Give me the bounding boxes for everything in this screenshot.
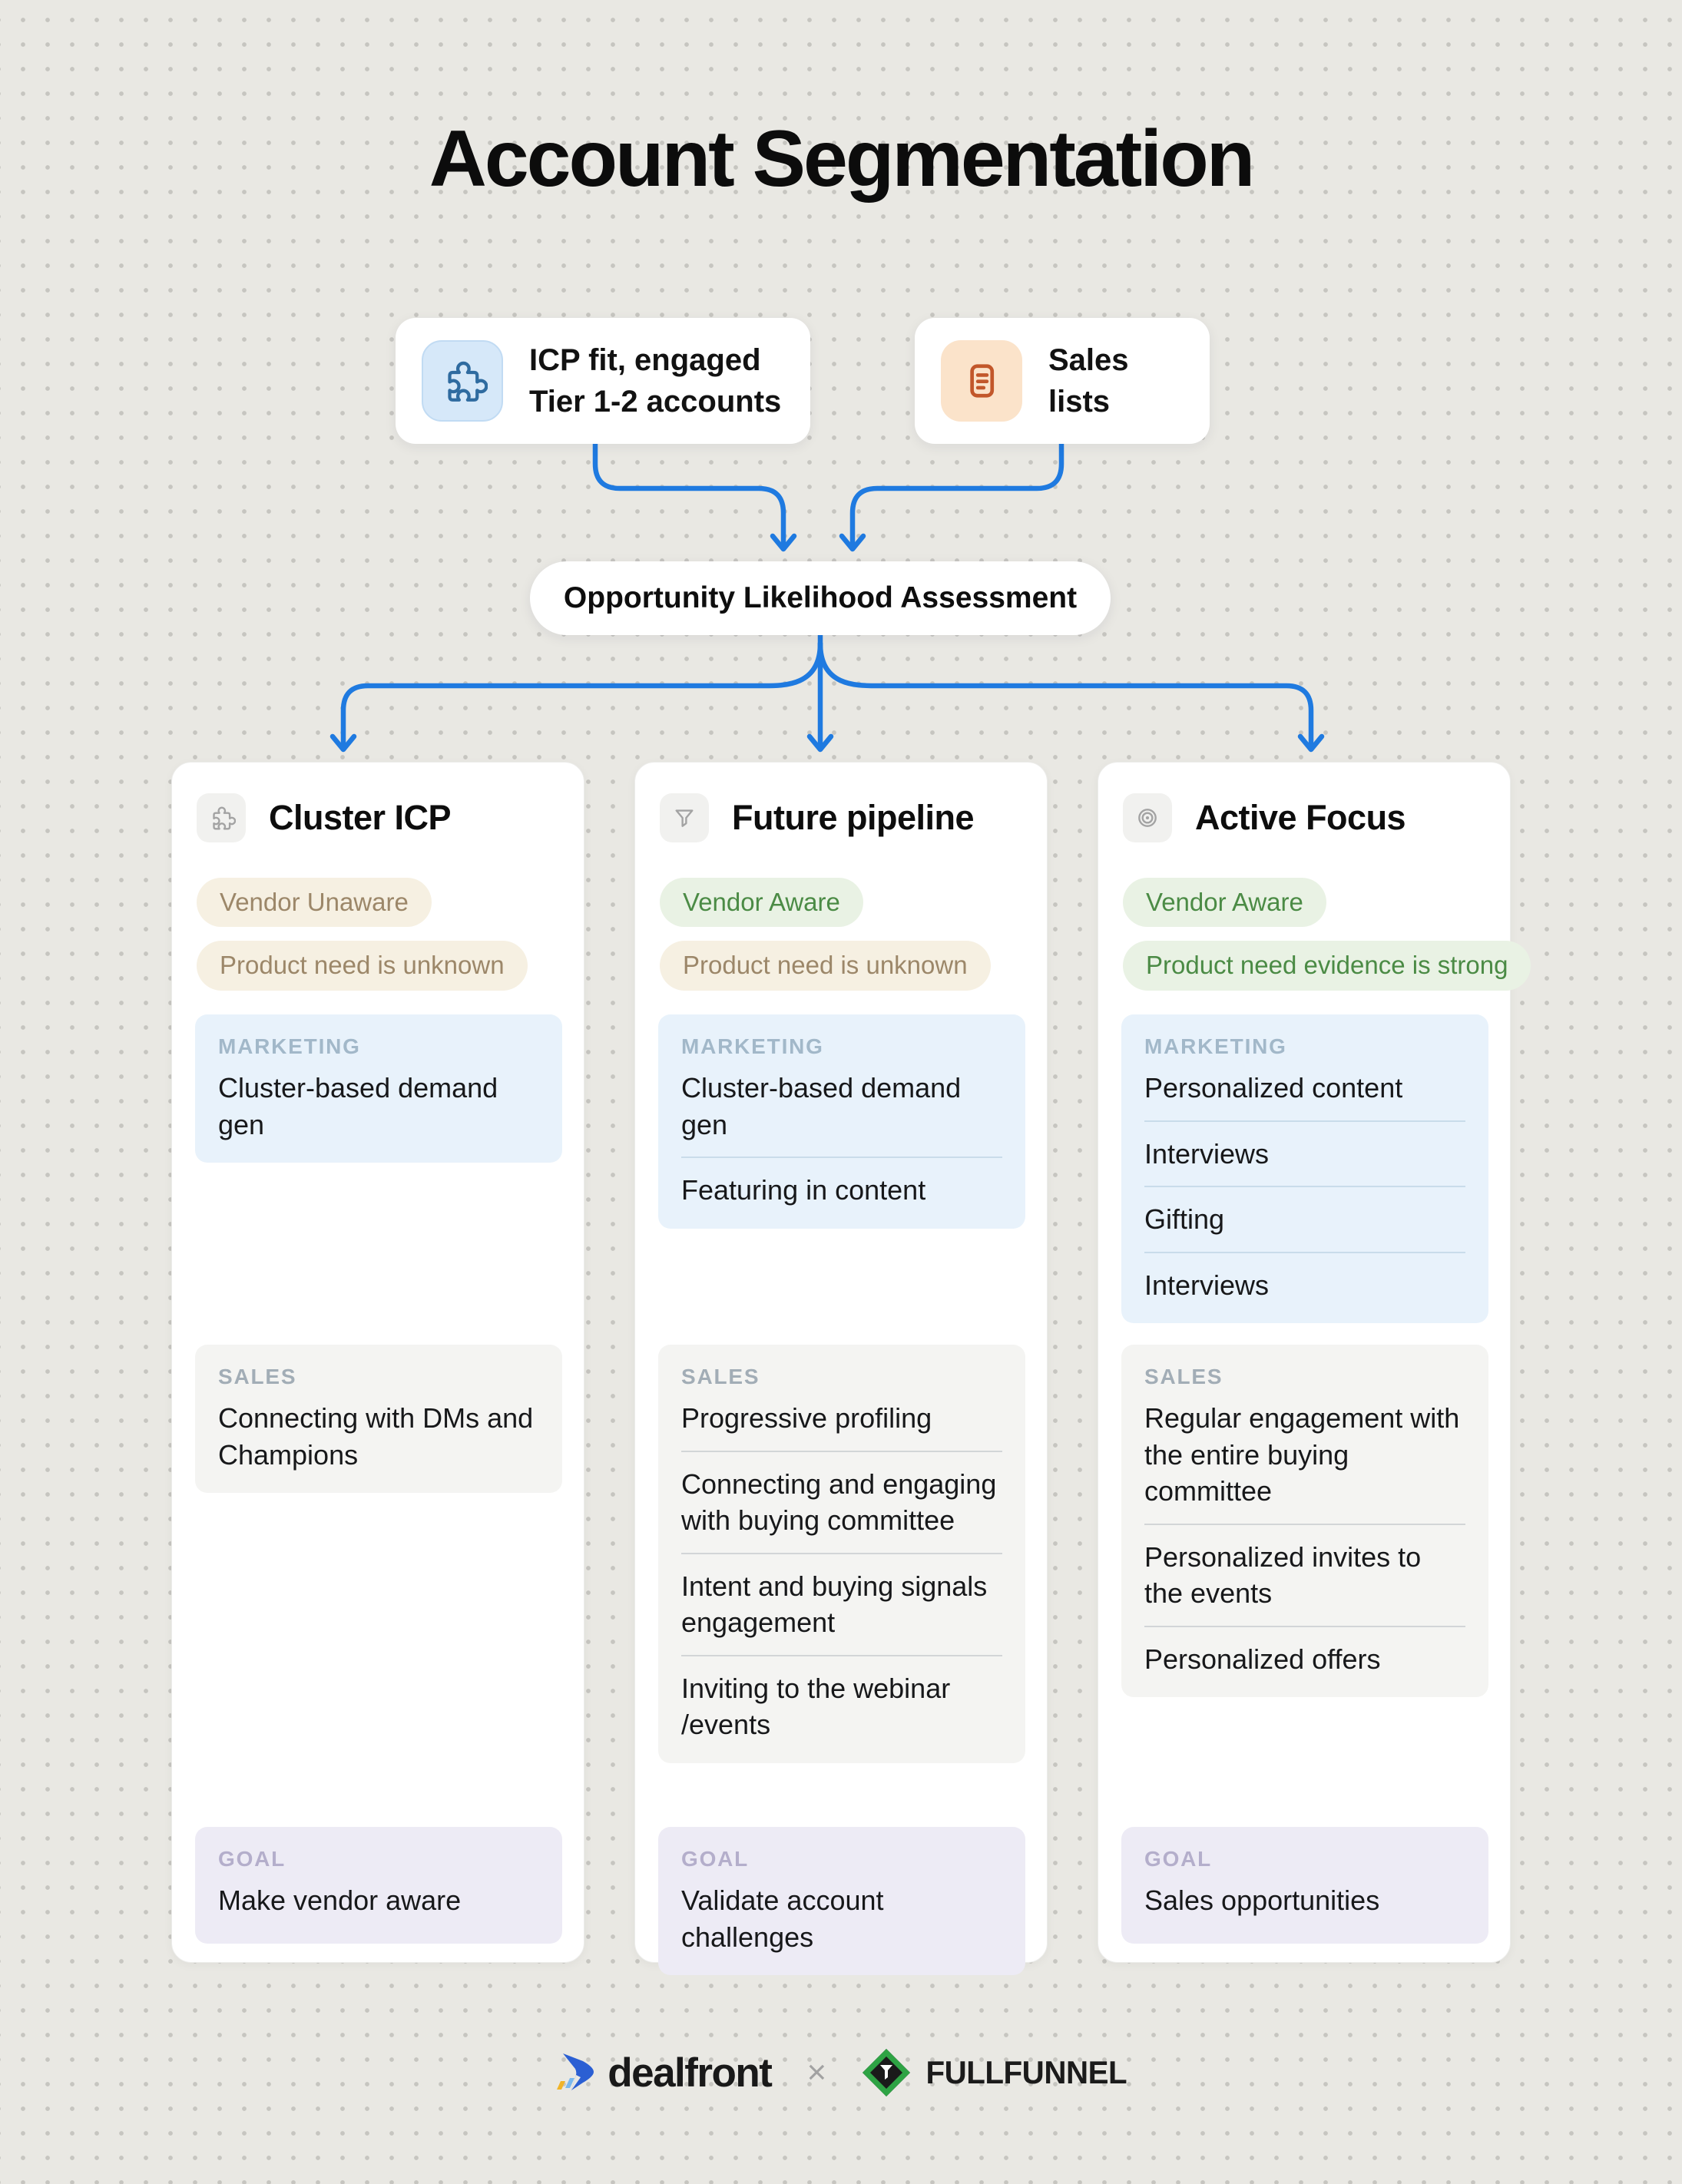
- dealfront-logo: dealfront: [551, 2050, 773, 2096]
- section-label: SALES: [681, 1365, 760, 1388]
- fullfunnel-logo: FULLFUNNEL: [862, 2048, 1131, 2097]
- document-icon: [941, 340, 1022, 422]
- fullfunnel-icon: [863, 2049, 911, 2096]
- column-header: Active Focus: [1123, 793, 1485, 842]
- column-title: Future pipeline: [732, 798, 975, 837]
- column-title: Cluster ICP: [269, 798, 452, 837]
- column-title: Active Focus: [1195, 798, 1406, 837]
- section-label: MARKETING: [681, 1034, 824, 1058]
- goal-text: Validate account challenges: [681, 1885, 884, 1953]
- status-badge: Product need is unknown: [660, 941, 991, 991]
- page-title: Account Segmentation: [429, 114, 1256, 204]
- section-label: MARKETING: [1144, 1034, 1287, 1058]
- goal-section: GOAL Make vendor aware: [195, 1827, 562, 1944]
- section-label: GOAL: [681, 1847, 750, 1871]
- sales-item: Inviting to the webinar /events: [681, 1654, 1002, 1743]
- sales-item: Personalized invites to the events: [1144, 1523, 1465, 1612]
- sales-section: SALES Connecting with DMs and Champions: [195, 1345, 562, 1494]
- column-cluster-icp: Cluster ICP Vendor Unaware Product need …: [171, 762, 584, 1963]
- marketing-item: Interviews: [1144, 1120, 1465, 1173]
- status-badge: Vendor Aware: [1123, 878, 1326, 928]
- column-header: Future pipeline: [660, 793, 1022, 842]
- section-label: MARKETING: [218, 1034, 361, 1058]
- status-badge: Vendor Unaware: [197, 878, 432, 928]
- arrowhead: [770, 533, 797, 552]
- dealfront-icon: [557, 2053, 594, 2090]
- goal-section: GOAL Validate account challenges: [658, 1827, 1025, 1976]
- sales-section: SALES Regular engagement with the entire…: [1121, 1345, 1488, 1698]
- status-badge: Product need is unknown: [197, 941, 528, 991]
- column-future-pipeline: Future pipeline Vendor Aware Product nee…: [634, 762, 1048, 1976]
- goal-text: Make vendor aware: [218, 1885, 462, 1916]
- arrowhead: [806, 733, 834, 753]
- status-badge: Vendor Aware: [660, 878, 863, 928]
- marketing-section: MARKETING Cluster-based demand gen: [195, 1014, 562, 1163]
- footer-logos: dealfront × FULLFUNNEL: [0, 2030, 1682, 2115]
- puzzle-icon: [197, 793, 246, 842]
- source-icp-label: ICP fit, engaged Tier 1-2 accounts: [529, 343, 782, 419]
- puzzle-icon: [422, 340, 503, 422]
- sales-item: Intent and buying signals engagement: [681, 1552, 1002, 1641]
- source-sales-lists-label: Sales lists: [1048, 343, 1129, 419]
- badge-list: Vendor Unaware Product need is unknown: [197, 878, 528, 991]
- goal-text: Sales opportunities: [1144, 1885, 1380, 1916]
- source-sales-lists-box: Sales lists: [915, 318, 1210, 444]
- funnel-icon: [660, 793, 709, 842]
- section-label: GOAL: [218, 1847, 286, 1871]
- marketing-item: Interviews: [1144, 1251, 1465, 1304]
- section-label: SALES: [218, 1365, 297, 1388]
- fullfunnel-wordmark: FULLFUNNEL: [925, 2054, 1127, 2090]
- marketing-item: Gifting: [1144, 1186, 1465, 1238]
- arrowhead: [839, 533, 866, 552]
- sales-item: Connecting with DMs and Champions: [218, 1402, 534, 1471]
- section-label: SALES: [1144, 1365, 1223, 1388]
- column-active-focus: Active Focus Vendor Aware Product need e…: [1098, 762, 1531, 1963]
- badge-list: Vendor Aware Product need is unknown: [660, 878, 991, 991]
- source-icp-box: ICP fit, engaged Tier 1-2 accounts: [396, 318, 810, 444]
- sales-item: Progressive profiling: [681, 1402, 932, 1434]
- section-label: GOAL: [1144, 1847, 1213, 1871]
- badge-list: Vendor Aware Product need evidence is st…: [1123, 878, 1531, 991]
- marketing-item: Cluster-based demand gen: [218, 1072, 498, 1140]
- arrow-pill-to-col1: [340, 640, 823, 750]
- arrowhead: [1297, 733, 1325, 753]
- sales-item: Connecting and engaging with buying comm…: [681, 1450, 1002, 1539]
- collab-x-separator: ×: [806, 2053, 827, 2091]
- sales-item: Regular engagement with the entire buyin…: [1144, 1402, 1460, 1507]
- column-header: Cluster ICP: [197, 793, 559, 842]
- goal-section: GOAL Sales opportunities: [1121, 1827, 1488, 1944]
- arrow-pill-to-col3: [817, 640, 1314, 750]
- marketing-item: Personalized content: [1144, 1072, 1403, 1104]
- target-icon: [1123, 793, 1172, 842]
- arrowhead: [329, 733, 357, 753]
- assessment-pill: Opportunity Likelihood Assessment: [530, 561, 1111, 635]
- marketing-item: Featuring in content: [681, 1157, 1002, 1209]
- sales-item: Personalized offers: [1144, 1625, 1465, 1678]
- arrow-source1-to-pill: [592, 441, 786, 550]
- arrow-source2-to-pill: [849, 441, 1064, 550]
- status-badge: Product need evidence is strong: [1123, 941, 1531, 991]
- marketing-item: Cluster-based demand gen: [681, 1072, 962, 1140]
- dealfront-wordmark: dealfront: [608, 2050, 773, 2096]
